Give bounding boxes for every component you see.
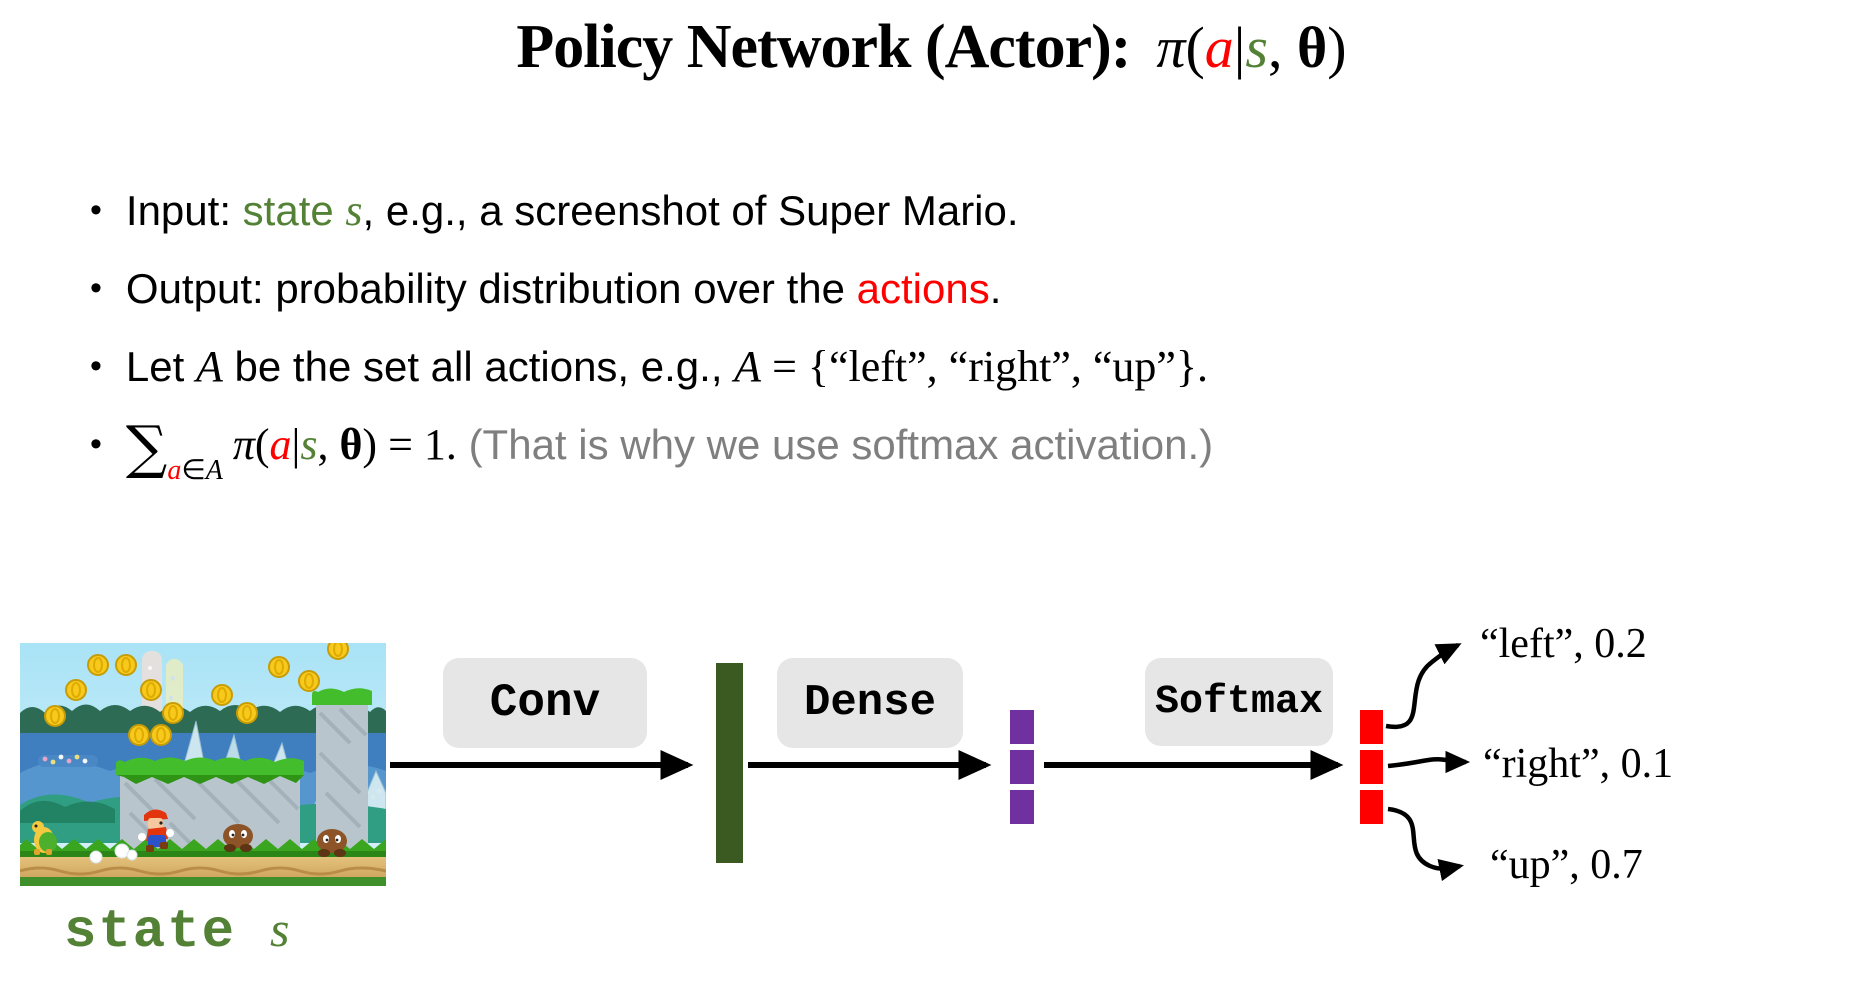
output-label-left: “left”, 0.2 [1480,621,1647,667]
sum-formula: π(a|s, θ) = 1. [233,420,457,469]
softmax-layer-box: Softmax [1145,658,1333,746]
output-unit [1360,750,1383,784]
calligraphic-A: A [734,342,762,391]
set-pre: Let [125,343,196,390]
title-formula: π(a|s, θ) [1156,15,1346,80]
comma: , [317,420,340,469]
mario-screenshot [19,638,387,886]
action-var-sub: a [167,455,182,486]
koopa-sprite [32,821,57,855]
hidden-unit [1010,710,1034,744]
dust-puffs [89,843,138,864]
goomba-sprite [317,829,347,857]
pi-symbol: π [1156,15,1186,80]
theta-param: θ [1296,15,1328,80]
softmax-label: Softmax [1154,679,1324,725]
bullet-dot: • [90,347,102,385]
element-of-symbol: ∈ [181,455,206,486]
calligraphic-A-sub: A [205,455,223,486]
comma: , [1267,15,1297,80]
bullet-item-output: • Output: probability distribution over t… [90,262,1001,315]
given-bar: | [1233,15,1246,80]
input-pre: Input: [125,187,243,234]
softmax-note: (That is why we use softmax activation.) [456,421,1214,468]
forest-band [20,704,386,738]
mario-sprite [138,809,174,852]
open-paren: ( [254,420,270,469]
theta-param: θ [339,420,363,469]
bullet-item-sum-formula: •∑a∈Aπ(a|s, θ) = 1. (That is why we use … [90,418,1213,497]
bullet-item-input: • Input: state s, e.g., a screenshot of S… [90,184,1019,237]
equals-one: = 1. [377,420,457,469]
coins [44,638,349,746]
set-mid: be the set all actions, e.g., [222,343,735,390]
pi-symbol: π [232,420,255,469]
action-var: a [1204,15,1234,80]
hidden-unit [1010,750,1034,784]
output-label-up: “up”, 0.7 [1490,842,1643,888]
state-text: state [242,187,346,234]
mario-scene [19,638,387,886]
state-var-caption: s [270,901,290,957]
sum-subscript: a∈A [167,455,223,486]
state-label: state [64,902,237,963]
title-text: Policy Network (Actor): [516,13,1131,81]
bullet-dot: • [90,269,102,307]
sigma-symbol: ∑ [125,413,168,481]
action-var: a [269,420,292,469]
given-bar: | [291,420,301,469]
close-paren: ) [1327,15,1347,80]
set-definition: = {“left”, “right”, “up”}. [761,342,1209,391]
calligraphic-A: A [195,342,223,391]
close-paren: ) [362,420,378,469]
output-unit [1360,710,1383,744]
output-curve-up [1387,806,1464,882]
dense-label: Dense [803,678,937,728]
open-paren: ( [1185,15,1205,80]
hidden-unit [1010,790,1034,824]
bullet-item-action-set: • Let A be the set all actions, e.g., A =… [90,340,1208,393]
conv-label: Conv [489,677,601,729]
actions-text: actions [856,265,990,312]
state-var: s [1245,15,1268,80]
bullet-dot: • [90,425,102,463]
state-var: s [300,420,318,469]
output-post: . [989,265,1002,312]
output-curve-right [1387,750,1471,774]
bullet-dot: • [90,191,102,229]
output-unit [1360,790,1383,824]
output-pre: Output: probability distribution over th… [125,265,857,312]
output-label-right: “right”, 0.1 [1483,741,1674,787]
page-title: Policy Network (Actor): π(a|s, θ) [0,12,1863,83]
state-var-inline: s [345,186,363,235]
stone-column [312,688,372,849]
ground [19,839,387,886]
goomba-sprite [223,824,253,852]
conv-layer-box: Conv [443,658,647,748]
input-post: , e.g., a screenshot of Super Mario. [362,187,1019,234]
conv-feature-bar [716,663,743,863]
dense-layer-box: Dense [777,658,963,748]
output-curve-left [1385,642,1462,730]
